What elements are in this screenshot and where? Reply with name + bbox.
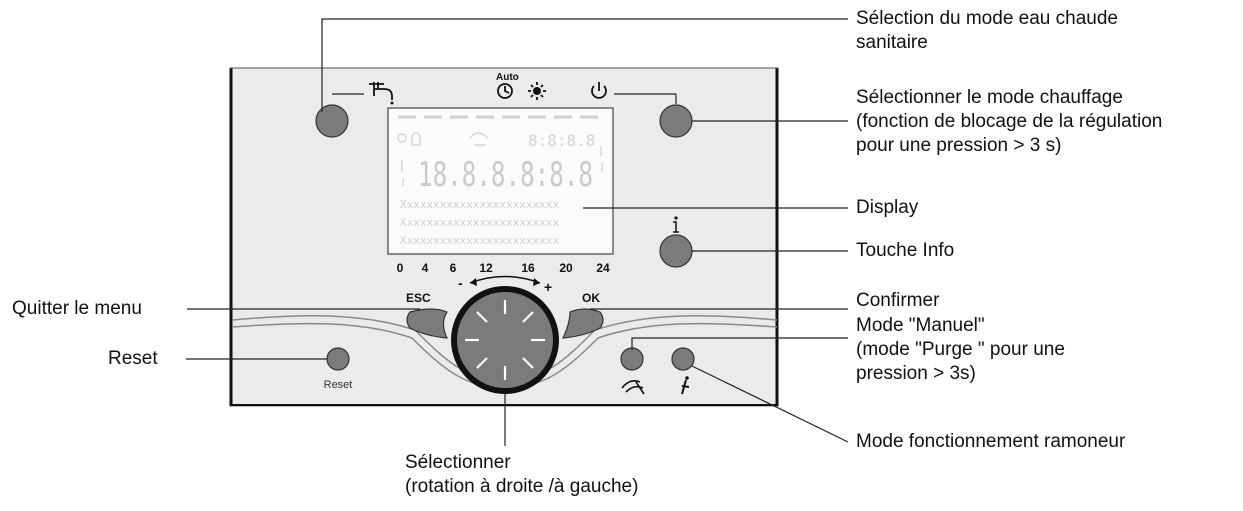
hand-icon — [621, 380, 645, 395]
dial-plus-sign: + — [544, 279, 552, 295]
callout-line: Sélection du mode eau chaude — [856, 8, 1118, 29]
heating-mode-button[interactable] — [659, 104, 693, 138]
callout-line: (fonction de blocage de la régulation — [856, 111, 1163, 132]
callout-line: pour une pression > 3 s) — [856, 135, 1062, 156]
dial-minus-sign: - — [458, 275, 463, 291]
info-icon — [673, 216, 679, 233]
callout-leaders — [186, 18, 849, 446]
rotation-arrow — [469, 275, 541, 284]
ok-label: OK — [582, 291, 600, 305]
chimney-sweep-button[interactable] — [671, 347, 695, 371]
leader-chimney-mode — [691, 365, 849, 443]
dhw-mode-button[interactable] — [315, 104, 349, 138]
hour-tick-label: 6 — [450, 261, 457, 275]
mode-icon-row — [369, 82, 607, 105]
callout-line: Quitter le menu — [12, 298, 142, 319]
callout-line: (rotation à droite /à gauche) — [405, 476, 639, 497]
hour-tick-label: 0 — [397, 261, 404, 275]
lcd-text-line: Xxxxxxxxxxxxxxxxxxxxxxxx — [400, 234, 559, 247]
rotary-dial[interactable] — [451, 286, 559, 394]
hour-tick-label: 20 — [559, 261, 573, 275]
esc-button[interactable] — [406, 308, 448, 339]
lcd-big-digits: 18.8.8.8:8.8 — [418, 155, 593, 195]
lcd-text-line: Xxxxxxxxxxxxxxxxxxxxxxxx — [400, 216, 559, 229]
callout-info-key: Touche Info — [856, 239, 954, 263]
callout-line: Mode "Manuel" — [856, 315, 985, 336]
hour-scale: 0 4 6 12 16 20 24 — [397, 261, 610, 275]
rotation-arrow-head-right — [533, 278, 540, 286]
manual-mode-button[interactable] — [620, 347, 644, 371]
tap-icon — [369, 82, 394, 105]
esc-label: ESC — [406, 291, 431, 305]
lcd-display: 8:8:8.8 18.8.8.8:8.8 Xxxxxxxxxxxxxxxxxxx… — [387, 107, 614, 255]
clock-icon — [497, 83, 513, 99]
callout-line: Sélectionner — [405, 452, 511, 473]
chimney-sweep-icon — [681, 376, 690, 395]
hour-tick-label: 16 — [521, 261, 535, 275]
lcd-screen — [387, 107, 614, 255]
callout-select-dial: Sélectionner (rotation à droite /à gauch… — [405, 451, 638, 499]
callout-line: sanitaire — [856, 32, 928, 53]
leader-manual-mode — [631, 337, 848, 350]
callout-manual-mode: Mode "Manuel" (mode "Purge " pour une pr… — [856, 314, 1065, 386]
callout-display: Display — [856, 196, 918, 220]
callout-line: pression > 3s) — [856, 363, 976, 384]
reset-button[interactable] — [326, 347, 350, 371]
callout-heating-mode: Sélectionner le mode chauffage (fonction… — [856, 86, 1162, 158]
reset-button-label: Reset — [324, 379, 353, 391]
callout-confirm: Confirmer — [856, 289, 939, 313]
hour-tick-label: 12 — [479, 261, 493, 275]
lcd-mode-segment — [469, 132, 489, 146]
callout-line: (mode "Purge " pour une — [856, 339, 1065, 360]
lcd-text-line: Xxxxxxxxxxxxxxxxxxxxxxxx — [400, 198, 559, 211]
auto-label: Auto — [496, 72, 519, 83]
callout-line: Display — [856, 197, 919, 218]
callout-line: Touche Info — [856, 240, 955, 261]
lcd-small-digits: 8:8:8.8 — [528, 131, 595, 150]
lcd-bell-segment — [411, 131, 421, 146]
hour-tick-label: 24 — [596, 261, 610, 275]
callout-reset: Reset — [108, 347, 158, 371]
info-button[interactable] — [659, 234, 693, 268]
sun-icon — [528, 82, 546, 100]
power-icon — [591, 82, 607, 99]
hour-tick-label: 4 — [422, 261, 429, 275]
callout-dhw-mode: Sélection du mode eau chaude sanitaire — [856, 7, 1118, 55]
leader-dhw-mode — [321, 18, 848, 112]
rotation-arrow-head-left — [470, 278, 477, 286]
lcd-segment — [397, 133, 407, 143]
callout-line: Confirmer — [856, 290, 940, 311]
callout-line: Reset — [108, 348, 158, 369]
callout-line: Sélectionner le mode chauffage — [856, 87, 1123, 108]
callout-line: Mode fonctionnement ramoneur — [856, 431, 1126, 452]
callout-chimney-mode: Mode fonctionnement ramoneur — [856, 430, 1125, 454]
callout-quit-menu: Quitter le menu — [12, 297, 142, 321]
